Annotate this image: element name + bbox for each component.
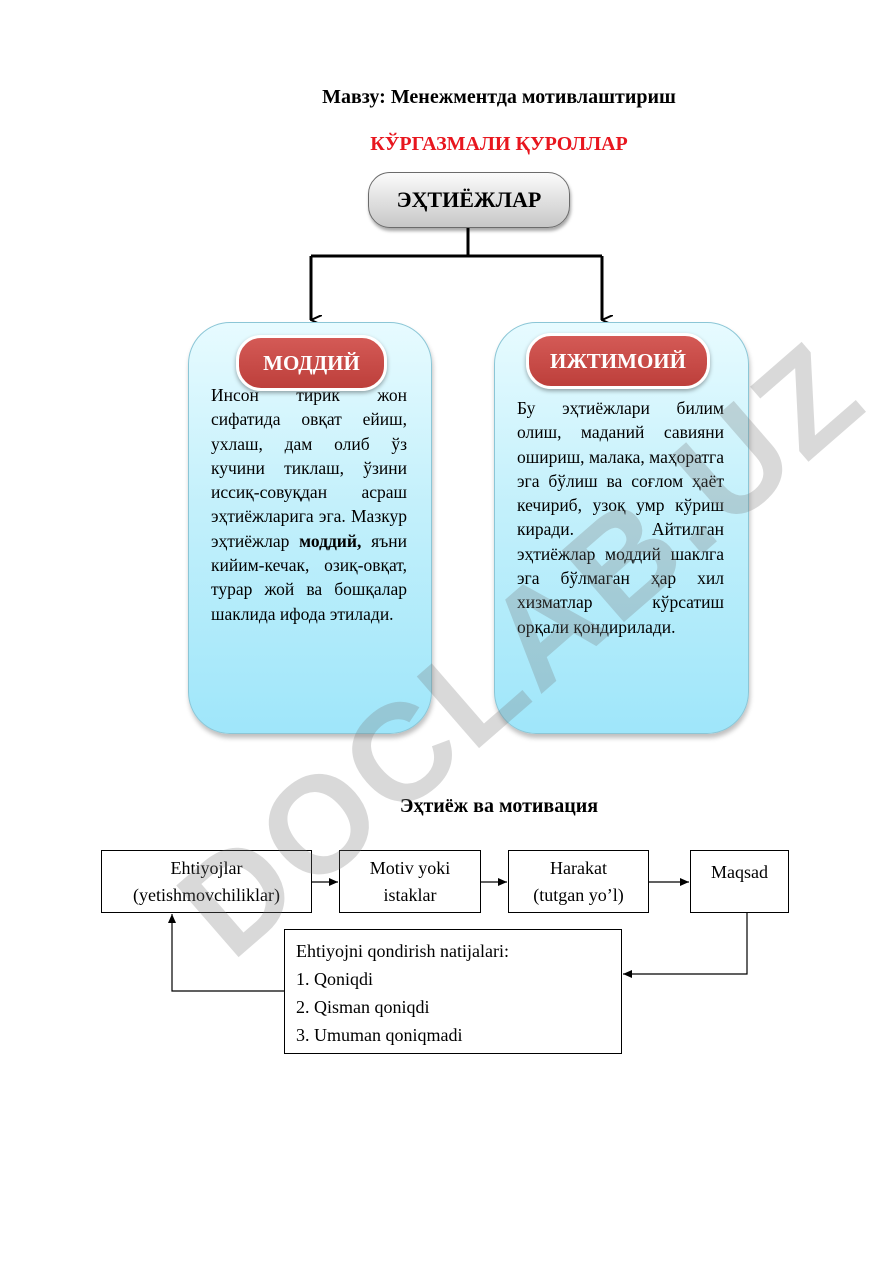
social-needs-card — [494, 322, 749, 734]
needs-box-line2: (yetishmovchiliklar) — [133, 884, 280, 905]
action-box: Harakat (tutgan yo’l) — [508, 850, 649, 913]
material-badge: МОДДИЙ — [236, 335, 387, 391]
goal-box: Maqsad — [690, 850, 789, 913]
action-box-line1: Harakat — [550, 857, 607, 878]
visual-aids-subtitle: КЎРГАЗМАЛИ ҚУРОЛЛАР — [370, 133, 628, 155]
material-badge-label: МОДДИЙ — [263, 350, 360, 375]
social-badge: ИЖТИМОИЙ — [526, 333, 710, 389]
needs-box-line1: Ehtiyojlar — [170, 857, 243, 878]
motive-box: Motiv yoki istaklar — [339, 850, 481, 913]
results-heading: Ehtiyojni qondirish natijalari: — [296, 941, 509, 961]
social-badge-label: ИЖТИМОИЙ — [550, 348, 686, 373]
action-box-line2: (tutgan yo’l) — [533, 884, 624, 905]
flow-title: Эҳтиёж ва мотивация — [399, 795, 599, 817]
material-text-part-end: яъни кийим-кечак, озиқ-овқат, турар жой … — [211, 530, 407, 624]
goal-box-label: Maqsad — [711, 862, 768, 882]
material-text-bold: моддий, — [299, 530, 362, 551]
topic-title: Мавзу: Менежментда мотивлаштириш — [322, 86, 676, 108]
needs-root-node: ЭҲТИЁЖЛАР — [368, 172, 570, 228]
needs-root-label: ЭҲТИЁЖЛАР — [396, 187, 542, 212]
results-item: 3. Umuman qoniqmadi — [296, 1025, 463, 1045]
results-box: Ehtiyojni qondirish natijalari: 1. Qoniq… — [284, 929, 622, 1054]
social-needs-text: Бу эҳтиёжлари билим олиш, маданий савиян… — [517, 398, 724, 637]
tree-connectors — [309, 227, 602, 320]
motive-box-line1: Motiv yoki — [369, 857, 451, 878]
results-item: 2. Qisman qoniqdi — [296, 997, 430, 1017]
material-needs-text: Инсон тирик жон сифатида овқат ейиш, ухл… — [211, 383, 407, 626]
results-item: 1. Qoniqdi — [296, 969, 374, 989]
flow-connectors — [168, 878, 748, 992]
material-text-part: Инсон тирик жон сифатида овқат ейиш, ухл… — [211, 385, 407, 551]
needs-box: Ehtiyojlar (yetishmovchiliklar) — [101, 850, 312, 913]
motive-box-line2: istaklar — [383, 884, 437, 905]
